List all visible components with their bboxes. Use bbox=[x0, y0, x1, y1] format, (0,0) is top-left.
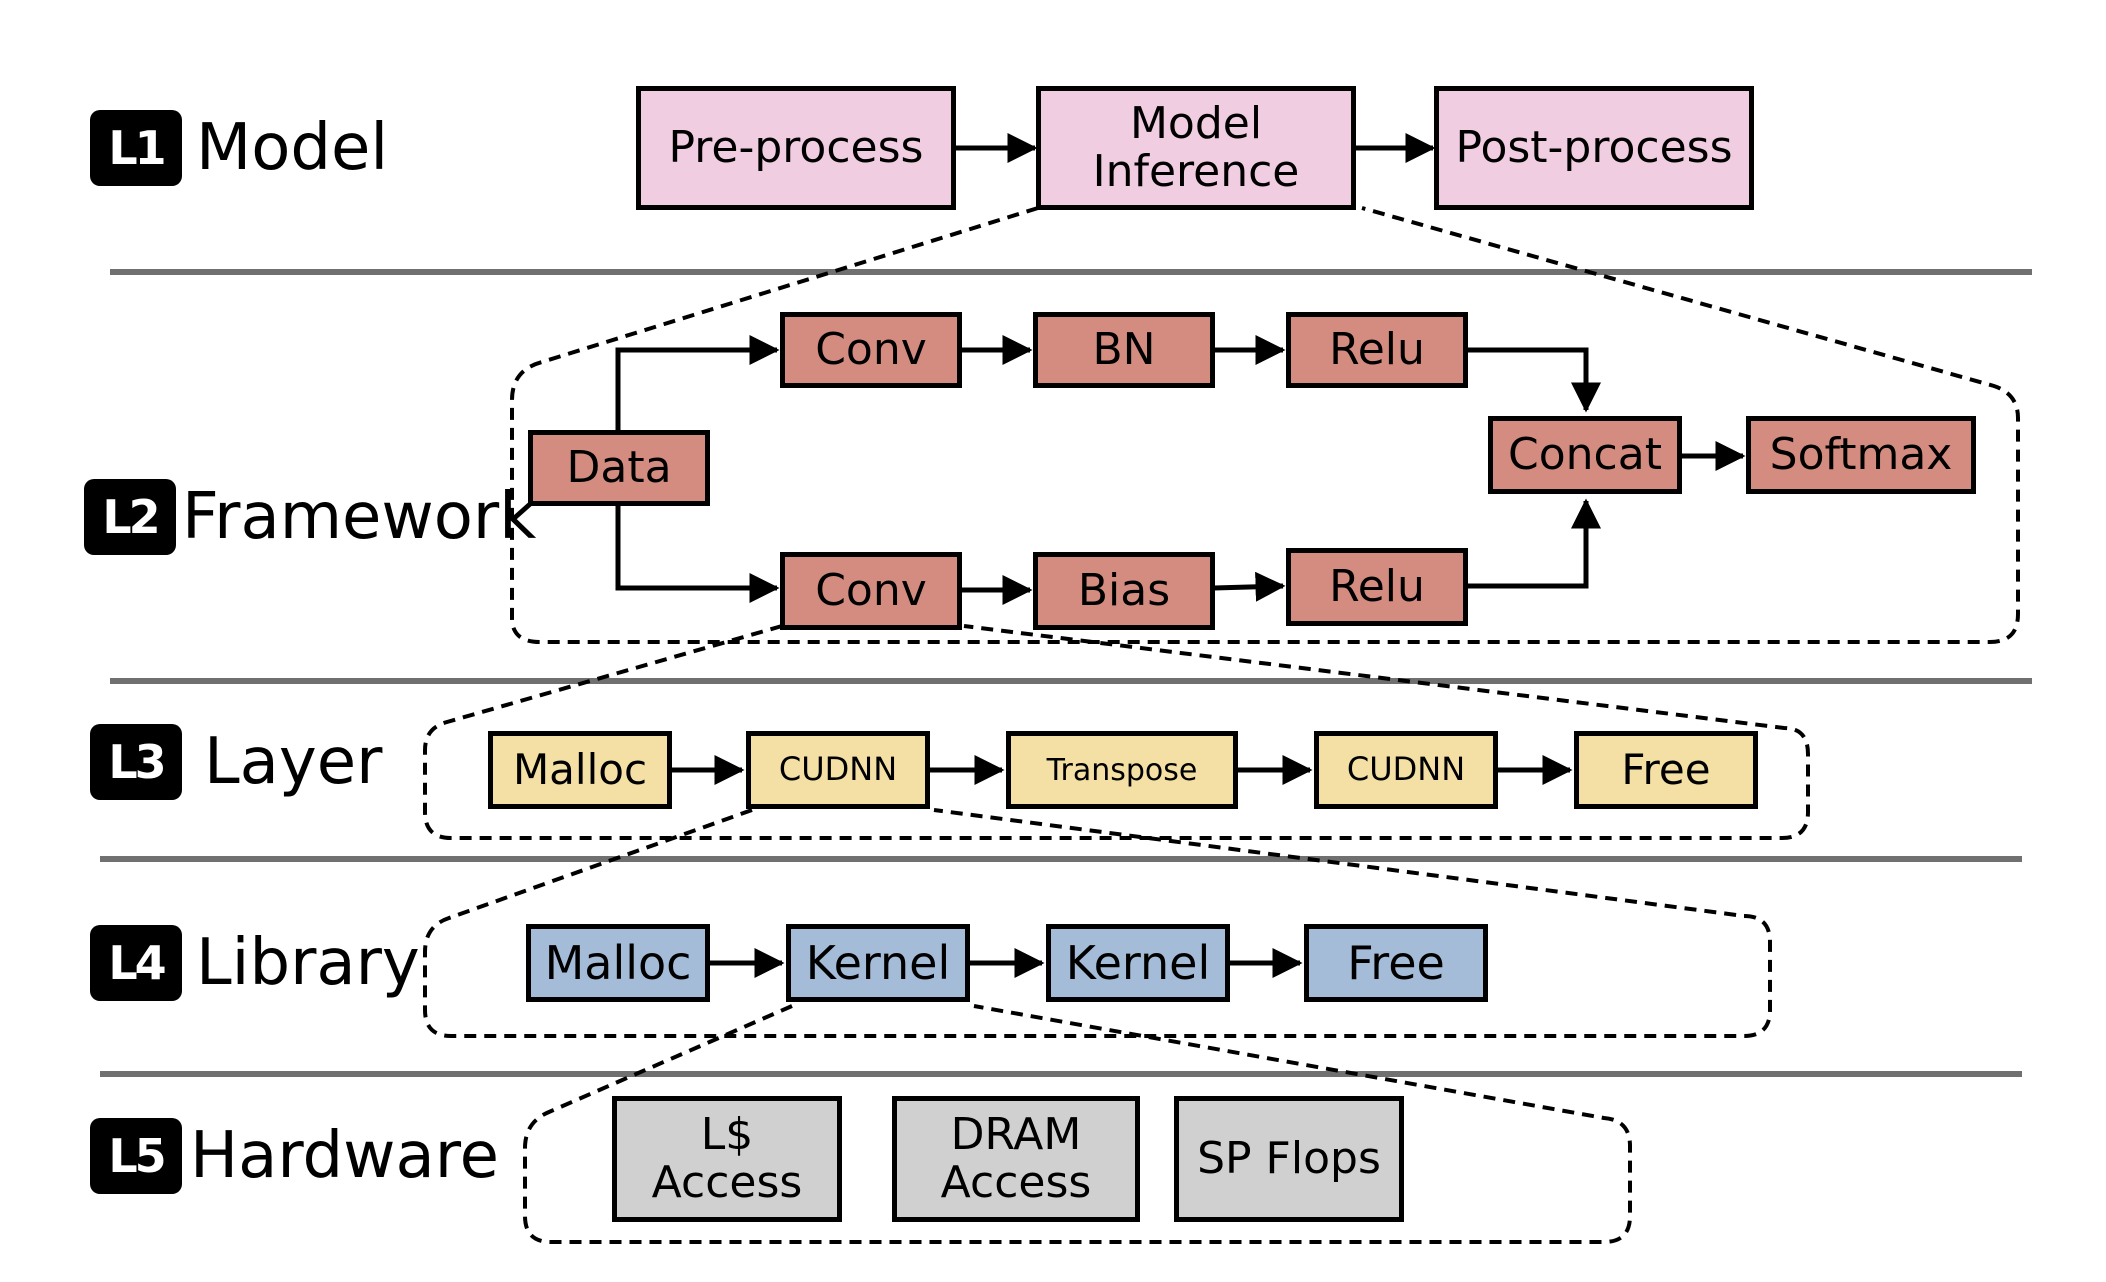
node-data: Data bbox=[528, 430, 710, 506]
node-relu-bottom: Relu bbox=[1286, 548, 1468, 626]
level-badge-l2: L2 bbox=[84, 479, 176, 555]
node-malloc-l4: Malloc bbox=[526, 924, 710, 1002]
node-malloc-l3: Malloc bbox=[488, 731, 672, 809]
node-l-cache-access: L$ Access bbox=[612, 1096, 842, 1222]
level-badge-l5: L5 bbox=[90, 1118, 182, 1194]
expansion-region-hardware bbox=[523, 1004, 1632, 1244]
node-cudnn-2: CUDNN bbox=[1314, 731, 1498, 809]
node-post-process: Post-process bbox=[1434, 86, 1754, 210]
arrow-relu-bottom-to-concat bbox=[1466, 498, 1601, 589]
arrow-data-to-conv-top bbox=[615, 335, 780, 430]
node-relu-top: Relu bbox=[1286, 312, 1468, 388]
level-name-framework: Framework bbox=[182, 480, 537, 554]
node-conv-bottom: Conv bbox=[780, 552, 962, 630]
node-bn: BN bbox=[1033, 312, 1215, 388]
node-free-l4: Free bbox=[1304, 924, 1488, 1002]
node-free-l3: Free bbox=[1574, 731, 1758, 809]
level-label-l2: L2 Framework bbox=[84, 479, 536, 555]
node-pre-process: Pre-process bbox=[636, 86, 956, 210]
node-bias: Bias bbox=[1033, 552, 1215, 630]
arrow-data-to-conv-bottom bbox=[615, 506, 780, 603]
level-name-layer: Layer bbox=[204, 725, 383, 799]
level-label-l4: L4 Library bbox=[90, 925, 420, 1001]
level-label-l1: L1 Model bbox=[90, 110, 388, 186]
node-kernel-2: Kernel bbox=[1046, 924, 1230, 1002]
level-badge-l1: L1 bbox=[90, 110, 182, 186]
level-badge-l4: L4 bbox=[90, 925, 182, 1001]
level-name-library: Library bbox=[196, 926, 420, 1000]
node-dram-access: DRAM Access bbox=[892, 1096, 1140, 1222]
level-label-l5: L5 Hardware bbox=[90, 1118, 499, 1194]
node-kernel-1: Kernel bbox=[786, 924, 970, 1002]
level-badge-l3: L3 bbox=[90, 724, 182, 800]
node-cudnn-1: CUDNN bbox=[746, 731, 930, 809]
node-softmax: Softmax bbox=[1746, 416, 1976, 494]
arrow-relu-top-to-concat bbox=[1466, 347, 1601, 413]
expansion-region-library bbox=[423, 808, 1772, 1038]
node-model-inference: Model Inference bbox=[1036, 86, 1356, 210]
arrow-bias-to-relu-bottom bbox=[1213, 571, 1286, 602]
level-name-model: Model bbox=[196, 111, 389, 185]
level-label-l3: L3 Layer bbox=[90, 724, 382, 800]
node-transpose: Transpose bbox=[1006, 731, 1238, 809]
level-name-hardware: Hardware bbox=[190, 1119, 499, 1193]
node-sp-flops: SP Flops bbox=[1174, 1096, 1404, 1222]
node-concat: Concat bbox=[1488, 416, 1682, 494]
node-conv-top: Conv bbox=[780, 312, 962, 388]
